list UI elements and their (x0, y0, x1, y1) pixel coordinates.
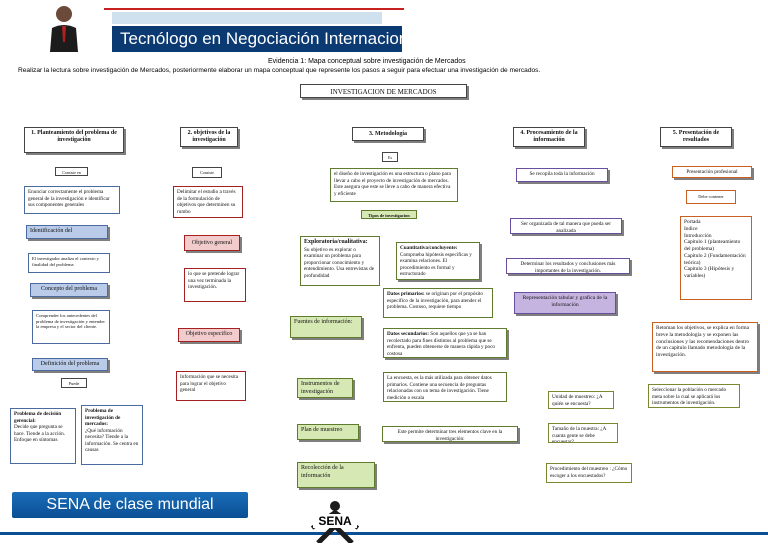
col5-professional: Presentación profesional (672, 166, 752, 178)
businessman-icon (50, 6, 78, 52)
col1-definition: Enunciar correctamente el problema gener… (24, 186, 120, 214)
col3-sources: Fuentes de información: (290, 316, 362, 338)
col2-connector: Consiste (192, 167, 222, 178)
decor-swoosh (104, 8, 404, 14)
col3-plan-text: Este permite determinar tres elementos c… (382, 426, 518, 442)
col1-definition-problem: Definición del problema (32, 358, 108, 371)
col2-general-text: lo que se pretende lograr una vez termin… (184, 268, 246, 302)
col1-ident-text: El investigador analiza el contexto y fi… (28, 253, 110, 273)
col3-instruments: Instrumentos de investigación (297, 378, 353, 398)
col4-collect: Se recopila toda la información (516, 168, 608, 182)
col4-representation: Representación tabular y grafica de la i… (514, 292, 616, 314)
footer-line (0, 532, 768, 535)
col2-general-objective: Objetivo general (184, 235, 240, 251)
sena-logo-text: SENA (313, 514, 357, 528)
col3-instruments-text: La encuesta, es la más utilizada para ob… (383, 372, 507, 402)
cuant-text: Comprueba hipótesis especificas y examin… (400, 251, 472, 278)
col3-quantitative: Cuantitativa/concluyente: Comprueba hipó… (396, 242, 480, 280)
p2-text: ¿Qué información necesita? Tiende a la i… (85, 427, 139, 454)
col4-title: 4. Procesamiento de la información (513, 127, 585, 147)
col5-population: Seleccionar la población o mercado meta … (648, 384, 740, 408)
banner-title: Tecnólogo en Negociación Internacional (112, 26, 421, 52)
p1-title: Problema de decisión gerencial: (14, 411, 62, 424)
map-title: INVESTIGACION DE MERCADOS (300, 84, 467, 98)
col1-connector-2: Puede (61, 378, 87, 388)
sena-logo: SENA (300, 500, 370, 545)
p2-title: Problema de investigación de mercados: (85, 408, 121, 427)
sec-text: Son aquellos que ya se han recolectado p… (387, 331, 496, 357)
col3-sampling-plan: Plan de muestreo (297, 424, 359, 440)
col3-primary: Datos primarios: se originan por el prop… (383, 288, 493, 318)
col4-results: Determinar los resultados y conclusiones… (506, 258, 630, 274)
expl-title: Exploratoria/cualitativa: (304, 239, 368, 245)
col5-title: 5. Presentación de resultados (660, 127, 732, 147)
col2-specific-objective: Objetivo especifico (178, 328, 240, 342)
col4-organize: Ser organizada de tal manera que pueda s… (510, 218, 622, 234)
col1-connector-1: Consiste en (55, 167, 88, 176)
expl-text: Su objetivo es explorar o examinar un pr… (304, 246, 375, 279)
col5-must-contain: Debe contener (686, 190, 736, 204)
col4-sample-procedure: Procedimiento del muestreo : ¿Cómo escog… (546, 463, 632, 483)
col2-specific-text: Información que se necesita para lograr … (176, 371, 246, 401)
col1-problem-market: Problema de investigación de mercados: ¿… (81, 405, 143, 465)
col2-definition: Delimitar el estudio a través de la form… (173, 186, 243, 218)
col4-sample-unit: Unidad de muestreo: ¿A quién se encuesta… (548, 391, 614, 409)
prim-text: se originan por el propósito especifico … (387, 291, 483, 310)
prim-title: Datos primarios: (387, 291, 425, 297)
evidence-title: Evidencia 1: Mapa conceptual sobre inves… (268, 58, 466, 65)
col3-connector: Es (382, 152, 398, 162)
col3-types: Tipos de investigacion (361, 210, 417, 219)
col3-secondary: Datos secundarios: Son aquellos que ya s… (383, 328, 507, 358)
col3-title: 3. Metodología (352, 127, 424, 141)
p1-text: Decide que pregunta se hace. Tiende a la… (14, 424, 65, 443)
col1-title: 1. Planteamiento del problema de investi… (24, 127, 124, 153)
cuant-title: Cuantitativa/concluyente: (400, 245, 458, 251)
col1-concept-text: Comprender los antecedentes del problema… (32, 310, 110, 344)
instruction-text: Realizar la lectura sobre investigación … (18, 67, 541, 74)
col3-definition: el diseño de investigación es una estruc… (330, 168, 458, 202)
col5-contents-list: Portada Indice Introducción Capitulo 1 (… (680, 216, 752, 300)
col5-conclusions: Retoman los objetivos, se explica en for… (652, 322, 758, 372)
col3-exploratory: Exploratoria/cualitativa: Su objetivo es… (300, 236, 380, 286)
col1-identification: Identificación del (26, 225, 108, 239)
sena-banner: SENA de clase mundial (12, 492, 248, 518)
col1-concept: Concepto del problema (30, 283, 108, 297)
banner-stripe (112, 12, 382, 24)
col4-sample-size: Tamaño de la muestra: ¿A cuanta gente se… (548, 423, 618, 443)
col2-title: 2. objetivos de la investigación (180, 127, 238, 147)
sec-title: Datos secundarios: (387, 331, 429, 337)
col3-collection: Recolección de la información (297, 462, 375, 488)
col1-problem-managerial: Problema de decisión gerencial: Decide q… (10, 408, 76, 464)
